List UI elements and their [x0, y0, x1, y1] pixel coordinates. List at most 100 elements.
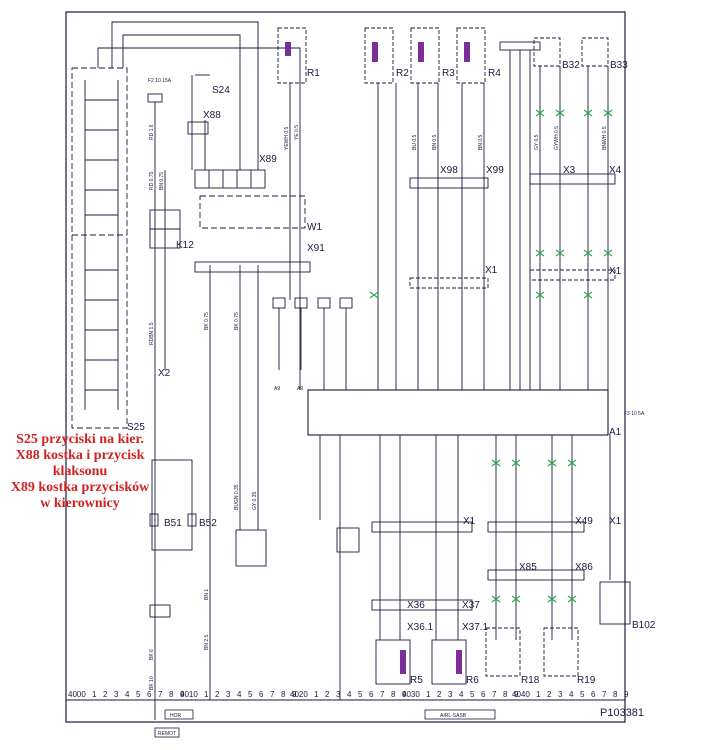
note-line: klaksonu	[52, 464, 108, 479]
ground-label-1: A9	[274, 386, 280, 392]
label-b52: B52	[199, 518, 217, 529]
label-x49: X49	[575, 516, 593, 527]
wire-label: BN 0.5	[478, 134, 484, 150]
ruler-digit: 6	[369, 690, 374, 699]
label-x1-d: X1	[609, 516, 622, 527]
label-x37-1: X37.1	[462, 622, 489, 633]
ruler-digit: 3	[114, 690, 119, 699]
label-r6: R6	[466, 675, 479, 686]
ruler-digit: 9	[180, 690, 185, 699]
ruler-digit: 3	[558, 690, 563, 699]
label-a1: A1	[609, 427, 622, 438]
wire-label: BK 0.75	[234, 312, 240, 330]
ruler-digit: 4	[459, 690, 464, 699]
s25-switches	[84, 80, 119, 410]
ruler-digit: 7	[492, 690, 497, 699]
label-x2-top: X2	[158, 368, 171, 379]
ruler-digit: 3	[336, 690, 341, 699]
ruler-digit: 9	[292, 690, 297, 699]
label-r2: R2	[396, 68, 409, 79]
ruler-digit: 1	[314, 690, 319, 699]
ruler-digit: 7	[380, 690, 385, 699]
label-r1: R1	[307, 68, 320, 79]
drawing-number: P103381	[600, 707, 644, 719]
wire-label: BUGN 0.35	[234, 484, 240, 510]
ruler-digit: 4	[569, 690, 574, 699]
ruler-digit: 6	[147, 690, 152, 699]
ruler-digit: 4	[347, 690, 352, 699]
ruler-digit: 9	[402, 690, 407, 699]
label-b32: B32	[562, 60, 580, 71]
wire-label: YE 0.5	[294, 125, 300, 140]
label-s24: S24	[212, 85, 230, 96]
wire-label: BK 0.75	[204, 312, 210, 330]
ruler-digit: 2	[215, 690, 220, 699]
ruler-digit: 7	[602, 690, 607, 699]
ruler-start-4030: 4030	[402, 690, 420, 699]
drawing-frame	[65, 11, 626, 723]
label-x4: X4	[609, 165, 622, 176]
ruler-digit: 5	[136, 690, 141, 699]
wire-label: RD 0.75	[149, 171, 155, 190]
ruler-digit: 6	[591, 690, 596, 699]
label-b33: B33	[610, 60, 628, 71]
label-x91: X91	[307, 243, 325, 254]
label-r5: R5	[410, 675, 423, 686]
wire-label: BN 1	[204, 589, 210, 600]
label-k12: K12	[176, 240, 194, 251]
tag-hor: HOR	[170, 713, 182, 719]
ruler-digit: 7	[158, 690, 163, 699]
label-x1-a: X1	[485, 265, 498, 276]
wire-label: BN 0.75	[159, 172, 165, 190]
label-x88: X88	[203, 110, 221, 121]
ruler-digit: 5	[248, 690, 253, 699]
wire-label: YEWH 0.5	[284, 126, 290, 150]
ruler-digit: 2	[547, 690, 552, 699]
top-relays	[277, 27, 609, 390]
ruler-start-4000: 4000	[68, 690, 86, 699]
fuse-right-label: F3 10 5A	[624, 411, 645, 417]
label-x85: X85	[519, 562, 537, 573]
ruler-digit: 4	[237, 690, 242, 699]
wire-label: BNWH 0.5	[602, 126, 608, 150]
wire-label: BN 2.5	[204, 634, 210, 650]
tag-remot: REMOT	[158, 731, 176, 737]
resistor-coils	[285, 42, 470, 674]
ground-label-2: A9	[297, 386, 303, 392]
wire-label: BK 6	[149, 649, 155, 660]
ruler-digit: 7	[270, 690, 275, 699]
ruler-digit: 2	[325, 690, 330, 699]
ruler-start-4020: 4020	[290, 690, 308, 699]
wire-label: GY 0.5	[534, 134, 540, 150]
ruler-digit: 1	[426, 690, 431, 699]
ruler-digit: 9	[514, 690, 519, 699]
s25-box	[71, 67, 128, 429]
ruler-digit: 2	[437, 690, 442, 699]
label-r4: R4	[488, 68, 501, 79]
label-s25: S25	[127, 422, 145, 433]
ruler-digit: 1	[204, 690, 209, 699]
note-line: w kierownicy	[40, 496, 120, 511]
note-line: X89 kostka przycisków	[10, 480, 150, 495]
label-b51: B51	[164, 518, 182, 529]
wire-label: RD 1.6	[149, 124, 155, 140]
fuse-top-label: F2 10 15A	[148, 78, 172, 84]
wire-label: BU 0.5	[412, 134, 418, 150]
label-x3: X3	[563, 165, 576, 176]
ruler-digit: 8	[281, 690, 286, 699]
ruler-digit: 6	[259, 690, 264, 699]
ruler-digit: 1	[92, 690, 97, 699]
wire-label: GYWH 0.5	[554, 126, 560, 150]
ruler-digit: 8	[169, 690, 174, 699]
a1-box	[307, 389, 609, 436]
tag-airbag: AIRL-SASB	[440, 713, 467, 719]
label-x1-b: X1	[609, 266, 622, 277]
ruler-digit: 9	[624, 690, 629, 699]
ruler-digit: 3	[448, 690, 453, 699]
label-r3: R3	[442, 68, 455, 79]
annotation-notes: S25 przyciski na kier. X88 kostka i przy…	[0, 432, 160, 512]
ruler-digit: 5	[470, 690, 475, 699]
label-r19: R19	[577, 675, 596, 686]
